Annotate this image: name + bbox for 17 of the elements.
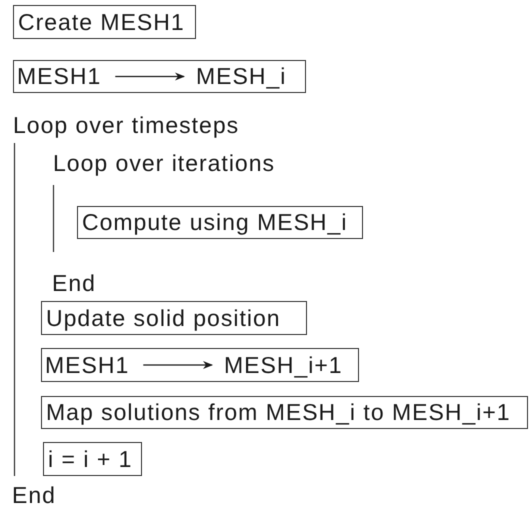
mesh-label: MESH_i [184,61,286,92]
step-box: Map solutions from MESH_i to MESH_i+1 [41,396,528,429]
mesh-label: MESH1 [45,349,144,381]
step-box: i = i + 1 [43,442,142,476]
loop-end: End [52,272,96,295]
mesh-label: MESH_i+1 [212,349,343,381]
mapping-box [41,348,359,382]
arrow [143,361,213,369]
mesh-label: MESH1 [17,61,116,92]
step-box: Compute using MESH_i [77,206,363,239]
step-box: Create MESH1 [13,5,196,39]
loop-heading: Loop over timesteps [13,114,240,137]
loop-heading: Loop over iterations [53,152,276,175]
mapping-box [13,60,306,93]
loop-end: End [12,484,56,507]
step-box: Update solid position [41,301,307,335]
arrow [115,72,185,80]
